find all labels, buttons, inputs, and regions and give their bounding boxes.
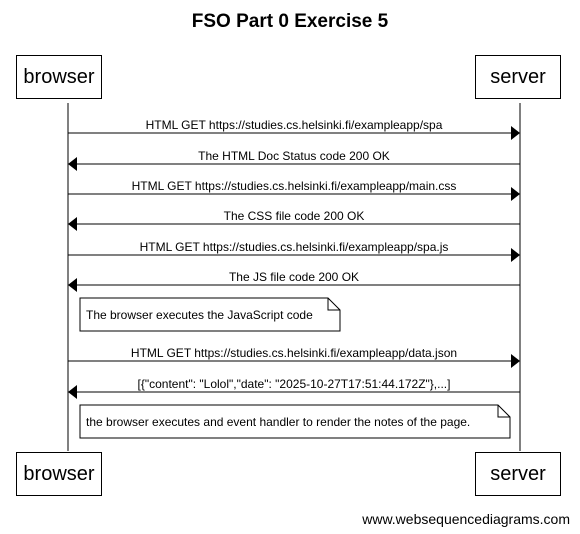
message-label-5: HTML GET https://studies.cs.helsinki.fi/… [139,240,449,254]
message-arrow-5 [68,248,520,262]
message-label-7: HTML GET https://studies.cs.helsinki.fi/… [130,346,458,360]
note-text-1: The browser executes the JavaScript code [86,308,313,322]
message-arrow-7 [68,354,520,368]
message-arrow-6 [68,278,520,292]
watermark-link[interactable]: www.websequencediagrams.com [362,511,570,527]
note-text-2: the browser executes and event handler t… [86,415,471,429]
message-label-1: HTML GET https://studies.cs.helsinki.fi/… [145,118,443,132]
note-box-1 [79,297,341,332]
participant-browser-top: browser [16,55,102,99]
message-arrow-1 [68,126,520,140]
message-arrow-8 [68,385,520,399]
message-label-4: The CSS file code 200 OK [223,209,365,223]
message-arrow-3 [68,187,520,201]
diagram-title: FSO Part 0 Exercise 5 [191,11,389,32]
message-label-3: HTML GET https://studies.cs.helsinki.fi/… [131,179,457,193]
note-box-2 [79,404,511,439]
participant-server-bottom: server [475,452,561,496]
message-arrow-2 [68,157,520,171]
message-label-6: The JS file code 200 OK [228,270,360,284]
message-label-8: [{"content": "Lolol","date": "2025-10-27… [137,377,451,391]
message-arrow-4 [68,217,520,231]
message-label-2: The HTML Doc Status code 200 OK [198,149,390,163]
participant-server-top: server [475,55,561,99]
participant-browser-bottom: browser [16,452,102,496]
